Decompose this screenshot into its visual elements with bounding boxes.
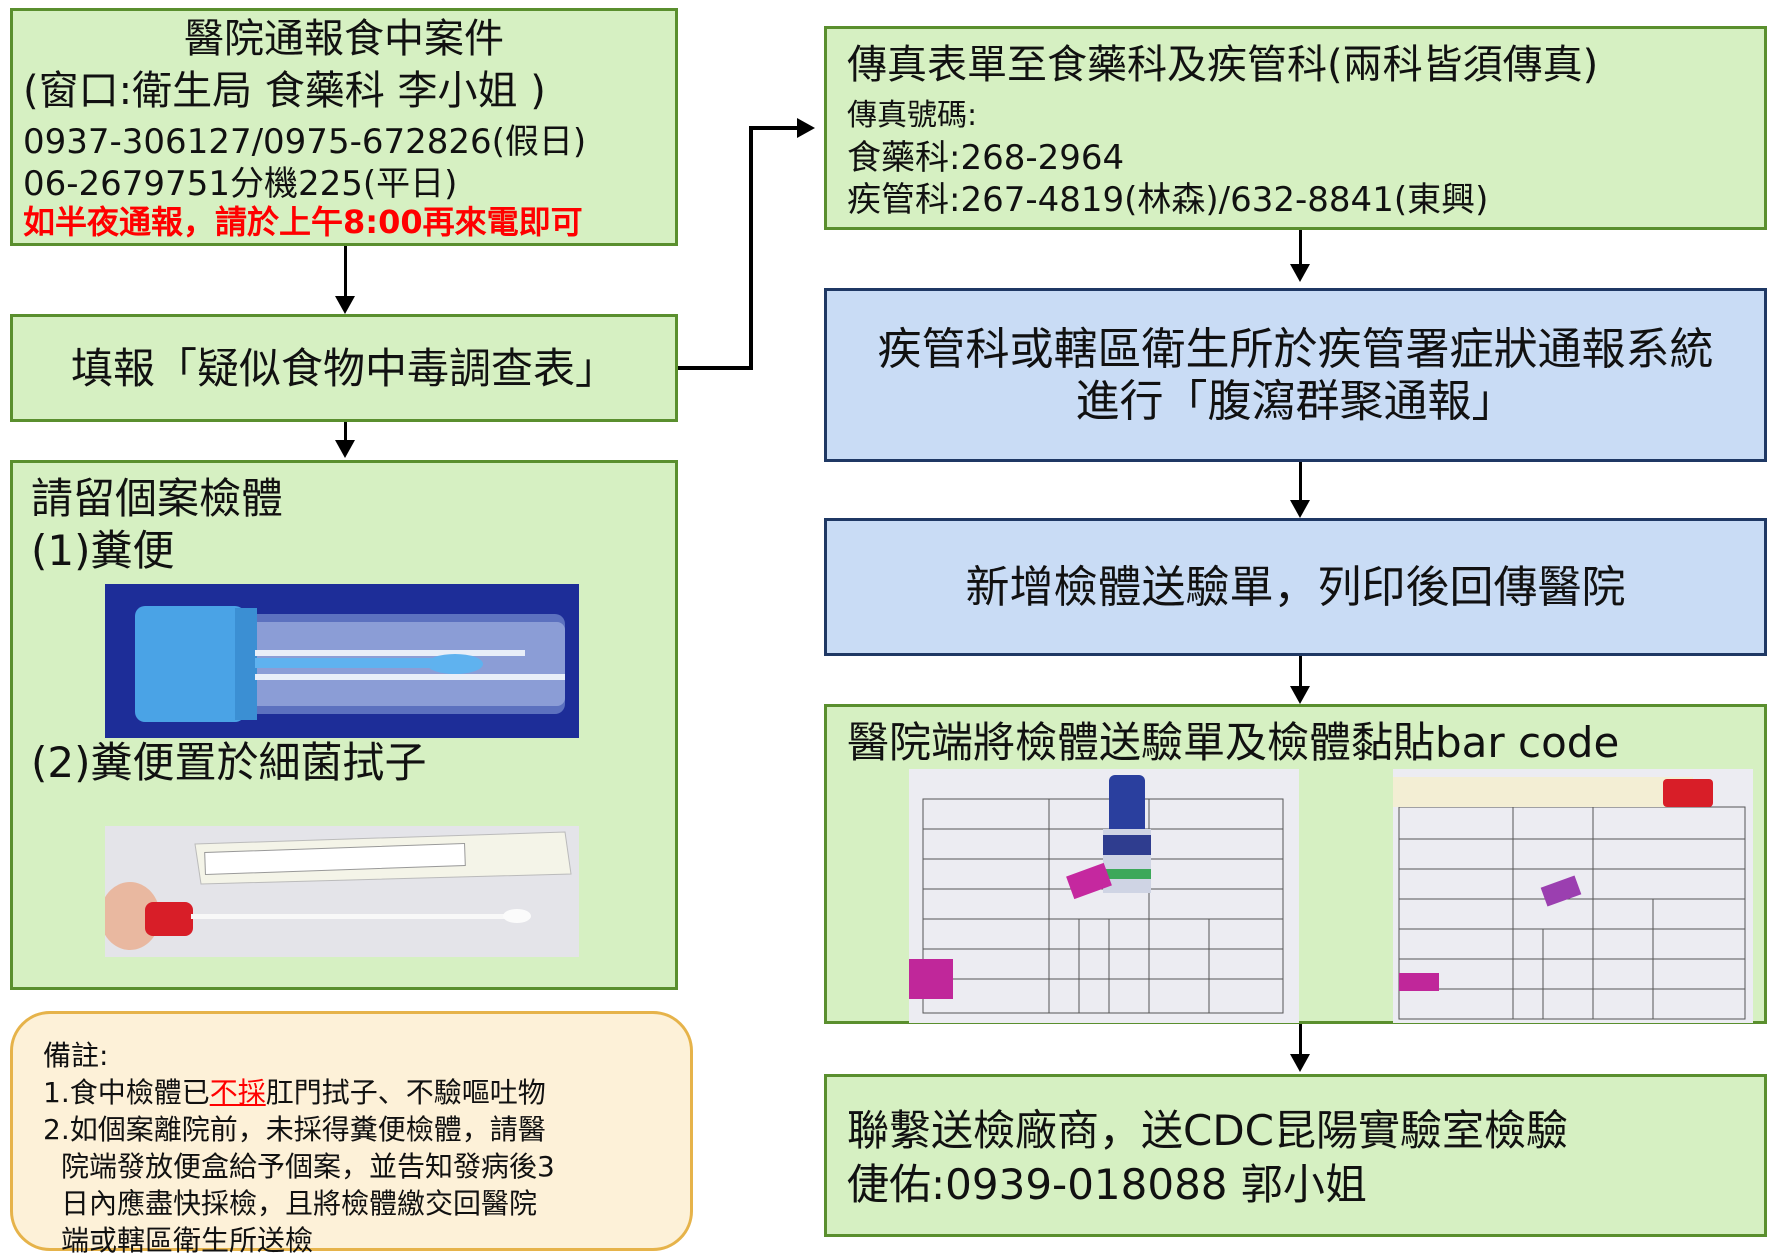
new-form-text: 新增檢體送驗單，列印後回傳醫院	[965, 562, 1626, 613]
remarks-line-1-pre: 1.食中檢體已	[43, 1076, 210, 1109]
connector-branch-h1	[678, 366, 752, 370]
remarks-line-1: 1.食中檢體已不採肛門拭子、不驗嘔吐物	[43, 1077, 546, 1108]
cluster-report-line-2: 進行「腹瀉群聚通報」	[1075, 376, 1516, 427]
specimen-form-image-1	[909, 769, 1299, 1023]
fax-label: 傳真號碼:	[847, 98, 978, 133]
remarks-line-5: 端或轄區衛生所送檢	[61, 1224, 314, 1257]
arrowhead-2	[335, 440, 355, 458]
connector-6	[1299, 1024, 1302, 1054]
connector-4	[1299, 462, 1302, 500]
fax-box: 傳真表單至食藥科及疾管科(兩科皆須傳真) 傳真號碼: 食藥科:268-2964 …	[824, 26, 1767, 230]
night-notice: 如半夜通報，請於上午8:00再來電即可	[23, 203, 583, 241]
remarks-line-3: 院端發放便盒給予個案，並告知發病後3	[61, 1150, 555, 1183]
phone-holiday: 0937-306127/0975-672826(假日)	[23, 122, 587, 162]
arrowhead-6	[1290, 1054, 1310, 1072]
fda-fax: 食藥科:268-2964	[847, 138, 1125, 178]
cluster-report-line-1: 疾管科或轄區衛生所於疾管署症狀通報系統	[877, 324, 1714, 375]
new-form-box: 新增檢體送驗單，列印後回傳醫院	[824, 518, 1767, 656]
connector-branch-h2	[749, 126, 797, 130]
specimen-form-image-2	[1393, 769, 1753, 1023]
connector-5	[1299, 656, 1302, 686]
arrowhead-4	[1290, 500, 1310, 518]
remarks-line-1-emphasis: 不採	[209, 1076, 266, 1109]
remarks-heading: 備註:	[43, 1039, 109, 1072]
contact-vendor-line-1: 聯繫送檢廠商，送CDC昆陽實驗室檢驗	[847, 1106, 1568, 1155]
specimen-box: 請留個案檢體 (1)糞便 (2)糞便置於細菌拭子	[10, 460, 678, 990]
hospital-report-box: 醫院通報食中案件 (窗口:衛生局 食藥科 李小姐 ) 0937-306127/0…	[10, 8, 678, 246]
barcode-title: 醫院端將檢體送驗單及檢體黏貼bar code	[847, 718, 1620, 767]
connector-2	[344, 422, 347, 440]
cluster-report-box: 疾管科或轄區衛生所於疾管署症狀通報系統 進行「腹瀉群聚通報」	[824, 288, 1767, 462]
cdc-fax: 疾管科:267-4819(林森)/632-8841(東興)	[847, 180, 1489, 220]
phone-weekday: 06-2679751分機225(平日)	[23, 164, 458, 204]
connector-3	[1299, 230, 1302, 264]
swab-image	[105, 826, 579, 957]
connector-1	[344, 246, 347, 296]
stool-container-image	[105, 584, 579, 738]
remarks-line-1-post: 肛門拭子、不驗嘔吐物	[265, 1076, 546, 1109]
fill-form-text: 填報「疑似食物中毒調查表」	[70, 344, 617, 393]
hospital-report-contact: (窗口:衛生局 食藥科 李小姐 )	[23, 68, 546, 114]
remarks-box: 備註: 1.食中檢體已不採肛門拭子、不驗嘔吐物 2.如個案離院前，未採得糞便檢體…	[10, 1011, 693, 1256]
arrowhead-1	[335, 296, 355, 314]
fax-title: 傳真表單至食藥科及疾管科(兩科皆須傳真)	[847, 42, 1599, 88]
specimen-item-1: (1)糞便	[31, 526, 175, 575]
contact-vendor-box: 聯繫送檢廠商，送CDC昆陽實驗室檢驗 倢佑:0939-018088 郭小姐	[824, 1074, 1767, 1237]
contact-vendor-line-2: 倢佑:0939-018088 郭小姐	[847, 1160, 1367, 1209]
connector-branch-v	[749, 126, 753, 370]
arrowhead-5	[1290, 686, 1310, 704]
specimen-item-2: (2)糞便置於細菌拭子	[31, 738, 427, 787]
specimen-title: 請留個案檢體	[31, 474, 284, 523]
fill-form-box: 填報「疑似食物中毒調查表」	[10, 314, 678, 422]
arrowhead-branch	[797, 118, 815, 138]
hospital-report-title: 醫院通報食中案件	[184, 16, 504, 62]
remarks-line-2: 2.如個案離院前，未採得糞便檢體，請醫	[43, 1113, 546, 1146]
barcode-box: 醫院端將檢體送驗單及檢體黏貼bar code	[824, 704, 1767, 1024]
arrowhead-3	[1290, 264, 1310, 282]
remarks-line-4: 日內應盡快採檢，且將檢體繳交回醫院	[61, 1187, 538, 1220]
